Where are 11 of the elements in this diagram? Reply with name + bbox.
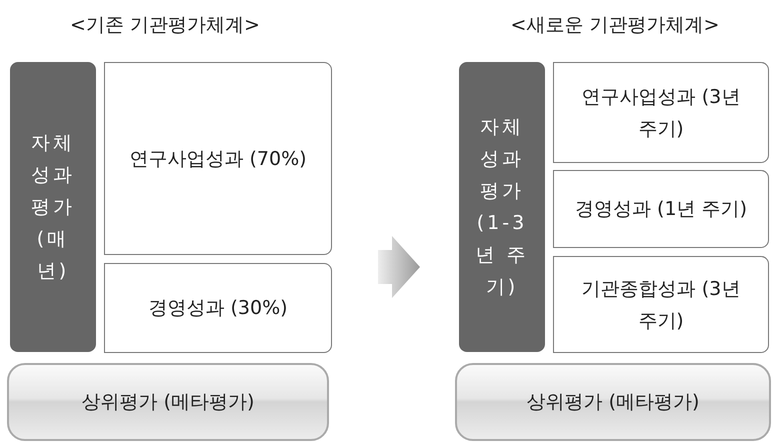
- result-box: 경영성과 (30%): [104, 263, 332, 353]
- meta-evaluation-box: 상위평가 (메타평가): [7, 363, 329, 441]
- self-evaluation-bar: 자체 성과 평가 (매년): [10, 62, 96, 352]
- result-box: 기관종합성과 (3년 주기): [553, 256, 769, 353]
- section-title: <기존 기관평가체계>: [70, 13, 260, 38]
- result-box: 연구사업성과 (70%): [104, 62, 332, 255]
- section-title: <새로운 기관평가체계>: [510, 13, 720, 38]
- result-box: 연구사업성과 (3년 주기): [553, 62, 769, 163]
- self-evaluation-bar: 자체 성과 평가 (1-3년 주기): [459, 62, 545, 352]
- meta-evaluation-box: 상위평가 (메타평가): [455, 363, 771, 441]
- result-box: 경영성과 (1년 주기): [553, 170, 769, 248]
